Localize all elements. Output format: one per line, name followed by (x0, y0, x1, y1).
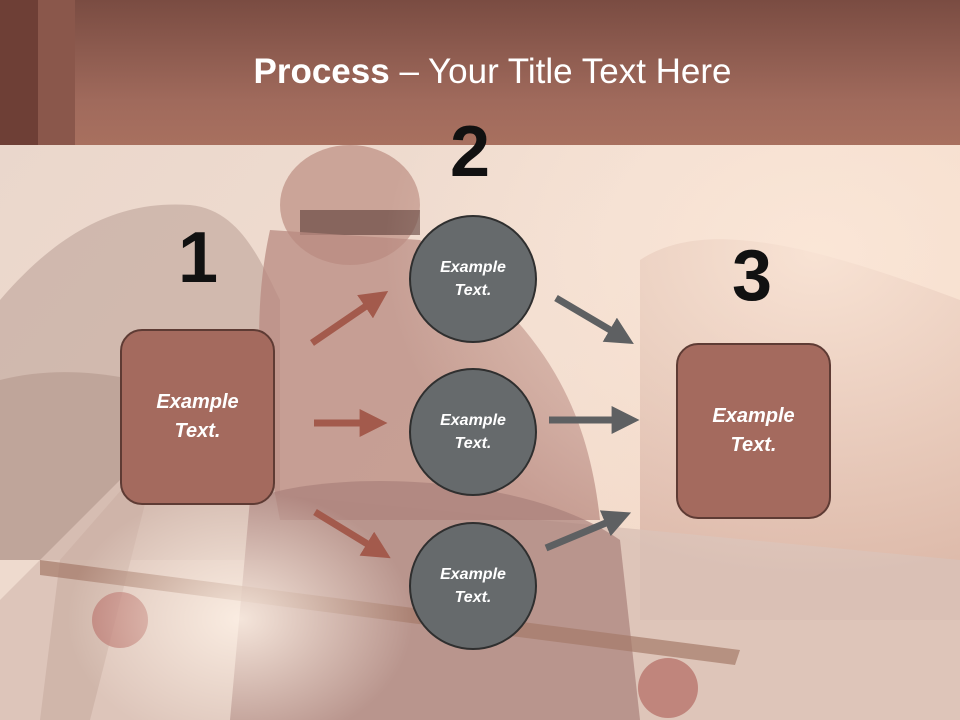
circle-bottom-text: Example Text. (440, 565, 506, 606)
right-box-text: Example Text. (712, 405, 795, 456)
step-number-1: 1 (178, 218, 219, 298)
title-rest: – Your Title Text Here (389, 52, 732, 91)
left-box-text: Example Text. (156, 391, 239, 442)
title-band: Process – Your Title Text Here (0, 0, 960, 145)
right-box: Example Text. (676, 343, 831, 519)
circle-top: Example Text. (409, 215, 537, 343)
left-box: Example Text. (120, 329, 275, 505)
circle-middle: Example Text. (409, 368, 537, 496)
circle-middle-text: Example Text. (440, 411, 506, 452)
circle-bottom: Example Text. (409, 522, 537, 650)
title-bold: Process (253, 52, 390, 91)
slide-title: Process – Your Title Text Here (0, 52, 960, 92)
circle-top-text: Example Text. (440, 258, 506, 299)
step-number-2: 2 (450, 112, 491, 192)
step-number-3: 3 (732, 236, 773, 316)
header-accent (0, 0, 75, 145)
